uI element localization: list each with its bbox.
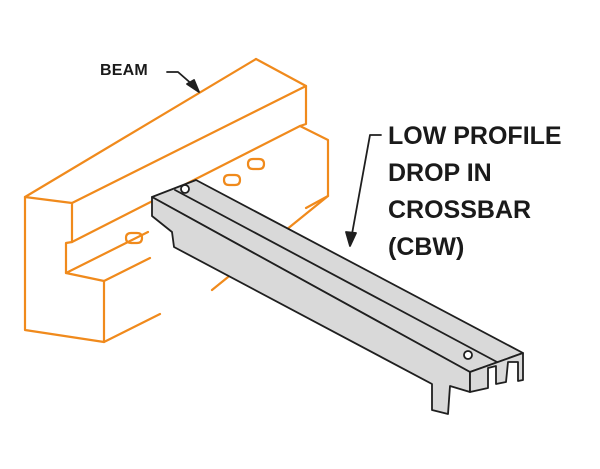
crossbar-drawing: [151, 179, 524, 415]
crossbar-hole: [463, 350, 473, 360]
crossbar-leader-line: [351, 134, 382, 235]
beam-label: BEAM: [100, 62, 148, 79]
beam-slot: [124, 231, 144, 245]
beam-leader-line: [166, 71, 195, 87]
crossbar-hole: [180, 184, 190, 194]
crossbar-leader-arrowhead: [345, 231, 357, 247]
beam-slot: [246, 157, 266, 171]
beam-step-edge: [64, 230, 150, 275]
crossbar-label-line: (CBW): [388, 233, 465, 261]
leader-lines: [166, 71, 382, 247]
beam-leader-arrowhead: [186, 79, 200, 93]
crossbar-crease: [174, 189, 498, 363]
beam-slot: [222, 173, 242, 187]
crossbar-label-line: LOW PROFILE: [388, 122, 562, 150]
beam-far-end: [254, 57, 330, 210]
beam-top-edge-right: [70, 84, 308, 205]
crossbar-end-face: [469, 352, 524, 393]
beam-bottom-edge: [102, 312, 162, 344]
beam-top-edge-left: [23, 57, 258, 199]
beam-lower-edge: [102, 256, 152, 283]
crossbar-label-line: DROP IN: [388, 159, 492, 187]
beam-front-face: [23, 195, 106, 344]
crossbar-label-line: CROSSBAR: [388, 196, 532, 224]
crossbar-label: LOW PROFILE DROP IN CROSSBAR (CBW): [388, 118, 562, 266]
